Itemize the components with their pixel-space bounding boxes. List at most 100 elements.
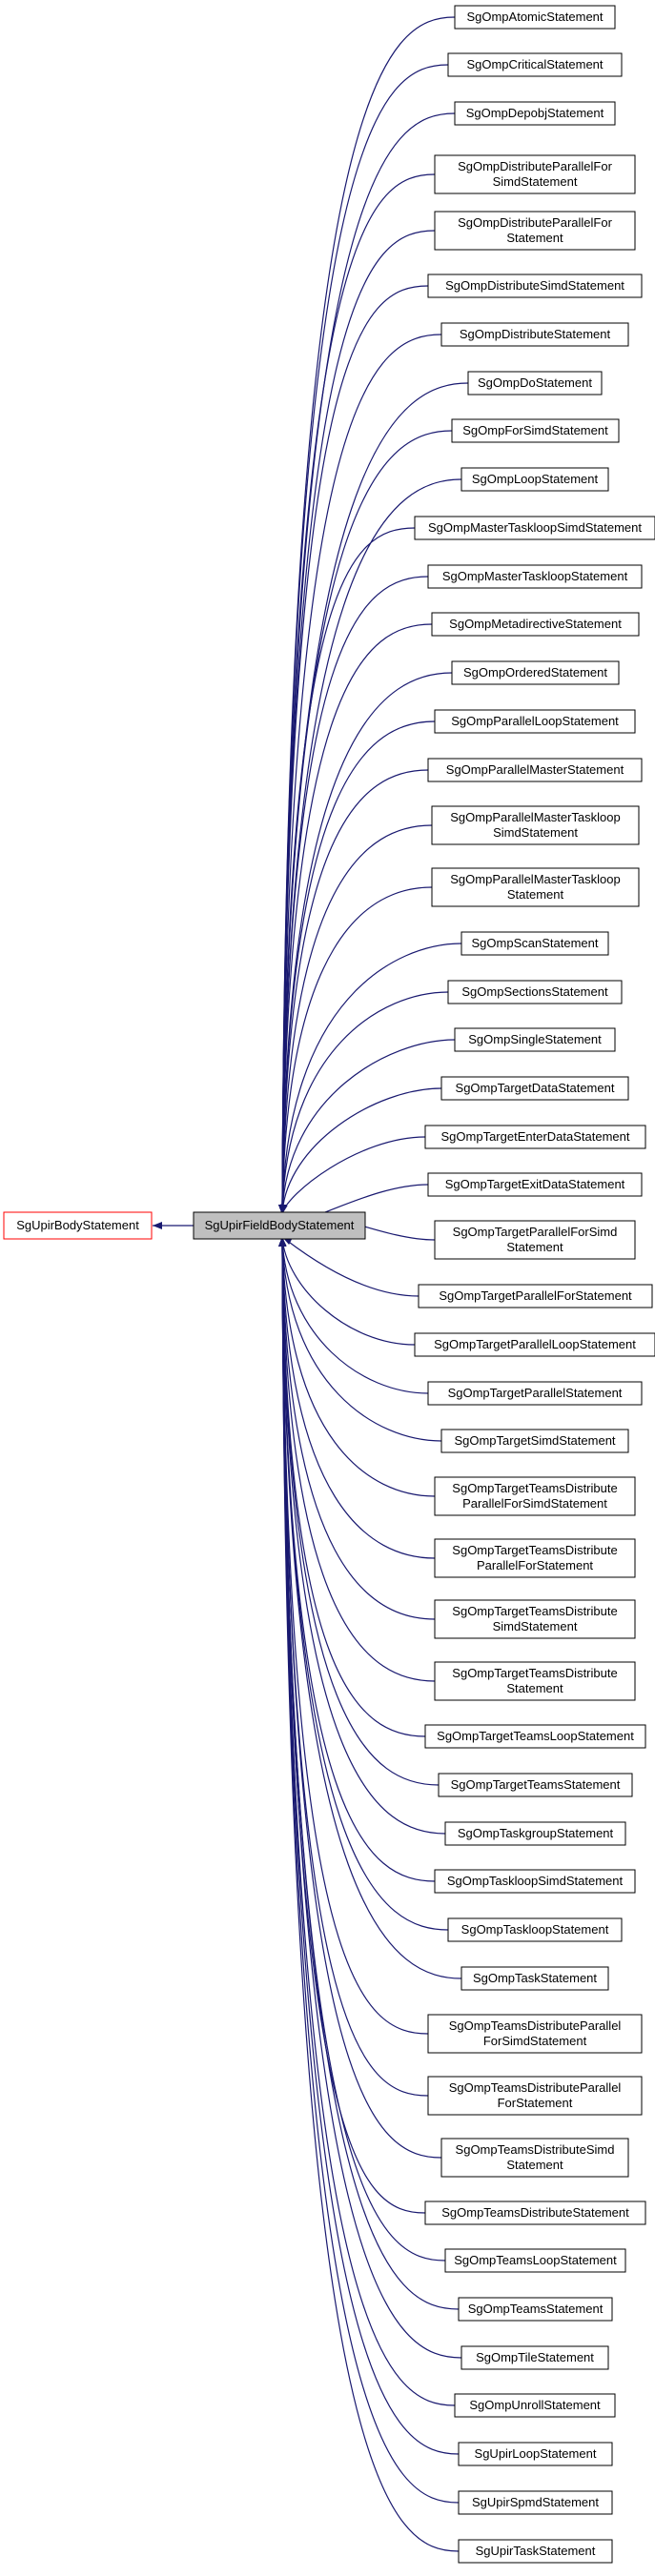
class-node-box <box>434 154 636 194</box>
focus-class-node-box <box>193 1211 366 1240</box>
edge-child-7 <box>278 382 469 1215</box>
class-node-box <box>458 2297 613 2322</box>
edge-child-38 <box>278 1236 462 1979</box>
class-node-label: SgOmpParallelMasterTaskloop <box>450 810 620 824</box>
class-node[interactable]: SgOmpMasterTaskloopStatement <box>427 564 643 589</box>
class-node[interactable]: SgOmpSingleStatement <box>454 1027 616 1052</box>
class-node[interactable]: SgOmpDoStatement <box>467 371 603 396</box>
class-node-label: SgUpirLoopStatement <box>475 2446 597 2461</box>
class-node-box <box>438 1773 633 1797</box>
class-node[interactable]: SgOmpOrderedStatement <box>451 660 620 685</box>
class-node[interactable]: SgOmpTargetParallelForStatement <box>418 1284 653 1308</box>
class-node-label: SgOmpTargetEnterDataStatement <box>441 1129 630 1144</box>
class-node[interactable]: SgOmpTaskgroupStatement <box>444 1821 626 1846</box>
class-node[interactable]: SgOmpAtomicStatement <box>454 5 616 30</box>
edge-child-47 <box>278 1236 460 2455</box>
class-node[interactable]: SgOmpMasterTaskloopSimdStatement <box>414 516 655 540</box>
edge-child-6 <box>278 334 442 1215</box>
class-node[interactable]: SgOmpTaskloopStatement <box>447 1917 623 1942</box>
edge-child-10 <box>278 527 416 1215</box>
class-node[interactable]: SgOmpLoopStatement <box>461 467 609 492</box>
class-node-label: SgOmpMasterTaskloopStatement <box>442 569 628 583</box>
class-node[interactable]: SgOmpParallelLoopStatement <box>434 709 636 734</box>
class-node[interactable]: SgUpirLoopStatement <box>458 2442 613 2466</box>
class-node[interactable]: SgOmpTargetEnterDataStatement <box>424 1125 646 1149</box>
edge-child-29 <box>278 1236 436 1497</box>
edge-child-11 <box>278 576 429 1215</box>
class-node-label: SgOmpOrderedStatement <box>463 665 607 679</box>
edge-child-44 <box>278 1236 460 2310</box>
class-node-box <box>454 101 616 126</box>
class-node[interactable]: SgOmpTargetParallelStatement <box>427 1381 643 1406</box>
class-node-label: SimdStatement <box>493 1619 578 1633</box>
class-node-box <box>434 1869 636 1894</box>
edge-child-33 <box>278 1236 426 1737</box>
class-node[interactable]: SgOmpTargetTeamsDistributeParallelForSim… <box>434 1476 636 1516</box>
edge-child-32 <box>278 1236 436 1682</box>
class-node[interactable]: SgOmpDepobjStatement <box>454 101 616 126</box>
class-node[interactable]: SgOmpParallelMasterStatement <box>427 758 643 782</box>
class-node-box <box>434 1476 636 1516</box>
class-node[interactable]: SgOmpTileStatement <box>461 2345 609 2370</box>
class-node[interactable]: SgOmpUnrollStatement <box>454 2393 616 2418</box>
class-node[interactable]: SgOmpDistributeSimdStatement <box>427 274 643 298</box>
edge-child-34 <box>278 1236 440 1786</box>
class-node-box <box>424 1724 646 1749</box>
class-node-label: SgOmpParallelMasterStatement <box>446 762 624 777</box>
class-node-box <box>461 931 609 956</box>
class-node[interactable]: SgOmpDistributeStatement <box>440 322 629 347</box>
class-node[interactable]: SgOmpTargetDataStatement <box>440 1076 629 1101</box>
class-node-label: SgOmpScanStatement <box>472 936 599 950</box>
base-class-node[interactable]: SgUpirBodyStatement <box>3 1211 153 1240</box>
class-node-box <box>427 1381 643 1406</box>
class-node[interactable]: SgOmpTargetSimdStatement <box>440 1429 629 1453</box>
class-node-box <box>461 2345 609 2370</box>
class-node[interactable]: SgOmpSectionsStatement <box>447 980 623 1004</box>
class-node-box <box>451 418 620 443</box>
class-node[interactable]: SgOmpTaskloopSimdStatement <box>434 1869 636 1894</box>
class-node[interactable]: SgOmpTargetParallelLoopStatement <box>414 1332 655 1357</box>
class-node-box <box>431 867 640 907</box>
class-node[interactable]: SgOmpTeamsDistributeStatement <box>424 2201 646 2225</box>
class-node-label: SgOmpTargetTeamsStatement <box>451 1777 621 1792</box>
class-node-box <box>418 1284 653 1308</box>
class-node-box <box>434 1599 636 1639</box>
edge-child-18 <box>278 943 462 1215</box>
class-node[interactable]: SgOmpTargetTeamsStatement <box>438 1773 633 1797</box>
class-node[interactable]: SgOmpTeamsStatement <box>458 2297 613 2322</box>
class-node[interactable]: SgOmpCriticalStatement <box>447 52 623 77</box>
class-node[interactable]: SgOmpScanStatement <box>461 931 609 956</box>
class-node[interactable]: SgOmpTaskStatement <box>461 1966 609 1991</box>
class-node-label: SgOmpDistributeParallelFor <box>458 215 613 230</box>
class-node[interactable]: SgOmpMetadirectiveStatement <box>431 612 640 637</box>
class-node[interactable]: SgOmpTargetTeamsDistributeParallelForSta… <box>434 1538 636 1578</box>
class-node[interactable]: SgUpirSpmdStatement <box>458 2490 613 2515</box>
class-node-label: SgUpirSpmdStatement <box>472 2495 599 2509</box>
class-node-label: SgOmpUnrollStatement <box>469 2398 601 2412</box>
class-node-label: SgOmpCriticalStatement <box>466 57 603 71</box>
class-node[interactable]: SgOmpForSimdStatement <box>451 418 620 443</box>
class-node-label: SgOmpTargetExitDataStatement <box>445 1177 625 1191</box>
class-node-box <box>427 274 643 298</box>
class-node[interactable]: SgUpirTaskStatement <box>458 2539 613 2564</box>
class-node-label: SgOmpSectionsStatement <box>461 984 608 999</box>
focus-class-node[interactable]: SgUpirFieldBodyStatement <box>193 1211 366 1240</box>
class-node[interactable]: SgOmpTargetExitDataStatement <box>427 1172 643 1197</box>
edge-child-35 <box>278 1236 446 1835</box>
class-node[interactable]: SgOmpTargetTeamsLoopStatement <box>424 1724 646 1749</box>
edge-child-0 <box>278 16 456 1215</box>
class-node[interactable]: SgOmpTeamsDistributeParallelForSimdState… <box>427 2014 643 2054</box>
class-node[interactable]: SgOmpTeamsLoopStatement <box>444 2248 626 2273</box>
class-node-label: SgOmpParallelMasterTaskloop <box>450 872 620 886</box>
nodes-layer: SgOmpAtomicStatementSgOmpCriticalStateme… <box>3 5 655 2564</box>
class-node-box <box>427 2076 643 2116</box>
